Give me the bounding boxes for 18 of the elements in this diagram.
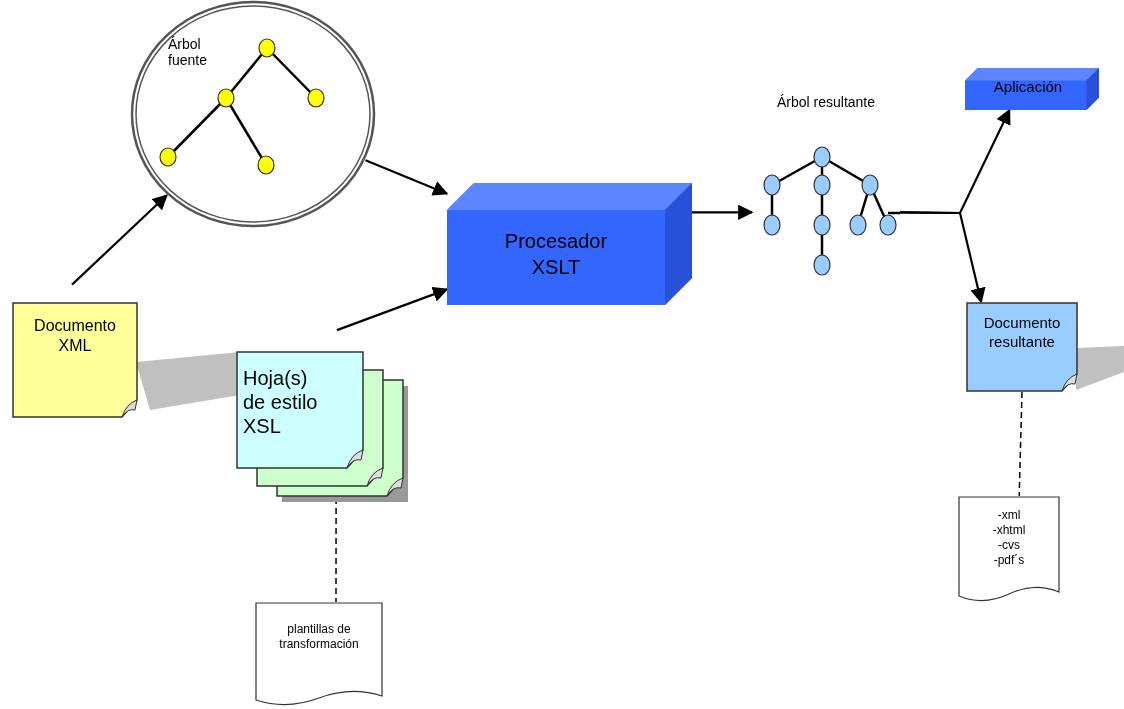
node-label: Aplicación	[993, 78, 1063, 95]
format-item: -xhtml	[992, 523, 1026, 538]
dashed-connector	[1018, 391, 1023, 497]
arrow	[692, 204, 754, 220]
node-label: plantillas de transformación	[278, 622, 360, 652]
node-label: Documento resultante	[982, 314, 1062, 352]
node-label: Procesador XSLT	[503, 229, 609, 280]
node-label: Documento XML	[33, 316, 117, 356]
arrow	[365, 159, 449, 196]
node-label: Árbol fuente	[168, 36, 208, 68]
arrow	[900, 211, 986, 304]
format-item: -cvs	[998, 538, 1020, 553]
arrow	[71, 194, 168, 286]
node-label: Hoja(s) de estilo XSL	[243, 366, 319, 438]
node-label: Árbol resultante	[775, 94, 877, 110]
format-item: -pdf´s	[993, 553, 1025, 568]
arrow	[336, 287, 449, 332]
format-item: -xml	[997, 508, 1021, 523]
